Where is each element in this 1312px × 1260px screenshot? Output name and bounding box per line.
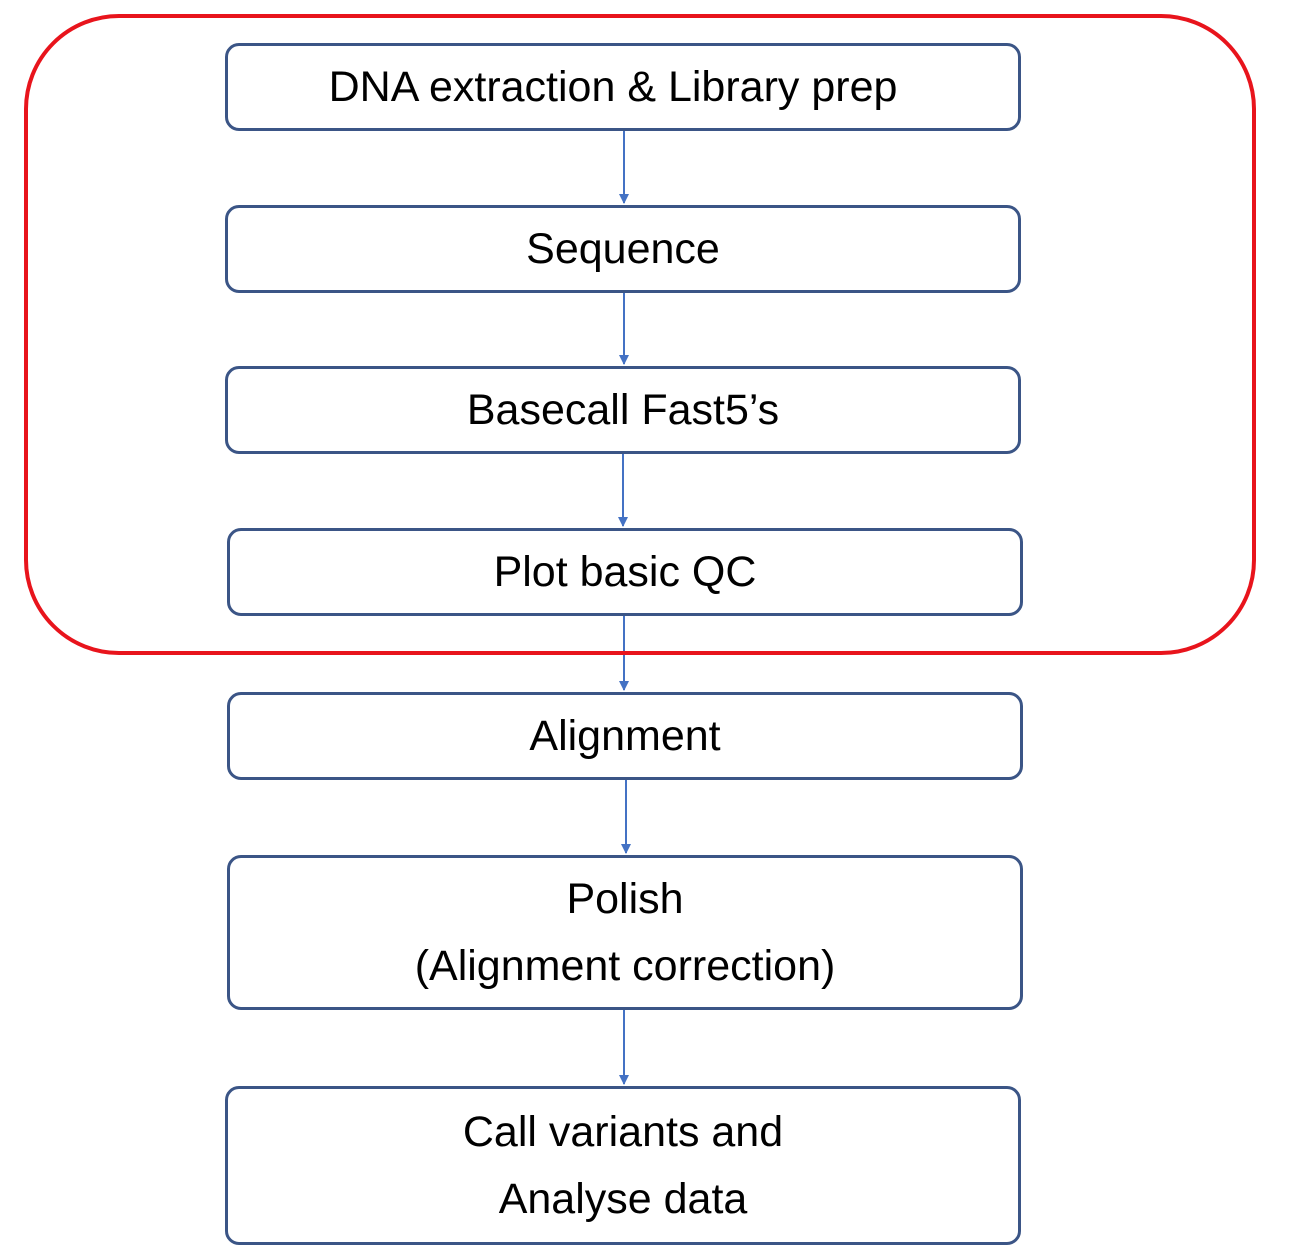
step-basecall-fast5s: Basecall Fast5’s bbox=[225, 366, 1021, 454]
step-label-line: Analyse data bbox=[498, 1174, 748, 1223]
step-label-line: Call variants and bbox=[462, 1107, 784, 1156]
step-label: DNA extraction & Library prep bbox=[328, 62, 898, 111]
step-alignment: Alignment bbox=[227, 692, 1023, 780]
step-plot-basic-qc: Plot basic QC bbox=[227, 528, 1023, 616]
step-label: Alignment bbox=[529, 711, 721, 760]
step-label: Plot basic QC bbox=[493, 547, 757, 596]
step-polish: Polish (Alignment correction) bbox=[227, 855, 1023, 1010]
step-label: Polish (Alignment correction) bbox=[415, 866, 836, 999]
step-label-line: Polish bbox=[566, 874, 684, 923]
step-call-variants-analyse-data: Call variants and Analyse data bbox=[225, 1086, 1021, 1245]
step-dna-extraction-library-prep: DNA extraction & Library prep bbox=[225, 43, 1021, 131]
step-sequence: Sequence bbox=[225, 205, 1021, 293]
step-label: Sequence bbox=[526, 224, 720, 273]
step-label: Basecall Fast5’s bbox=[466, 385, 780, 434]
step-label-line: (Alignment correction) bbox=[414, 941, 836, 990]
step-label: Call variants and Analyse data bbox=[463, 1099, 783, 1232]
